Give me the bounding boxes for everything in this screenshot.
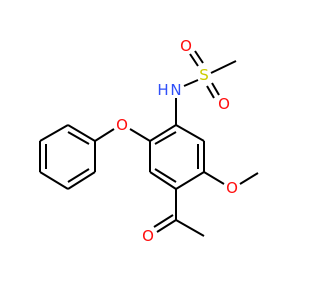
atom-oxygen-sulfonyl-left: O xyxy=(180,37,192,55)
ring-bond-6 xyxy=(149,124,177,142)
atom-amide-hydrogen: H xyxy=(157,81,168,99)
atom-sulfur: S xyxy=(199,66,209,84)
bond-ring-methoxy-o xyxy=(203,171,225,185)
bond-carbonyl-a xyxy=(156,219,177,233)
atom-oxygen-carbonyl: O xyxy=(142,227,154,245)
bond-carbonyl-b xyxy=(153,214,174,228)
atom-oxygen-sulfonyl-right: O xyxy=(218,95,230,113)
bond-s-methyl xyxy=(210,60,237,74)
phenyl-bond-1-inner xyxy=(67,131,90,145)
bond-layer xyxy=(39,50,259,237)
atom-oxygen-ether: O xyxy=(116,116,128,134)
atom-amide-nitrogen: N xyxy=(170,81,181,99)
bond-acetyl-methyl xyxy=(175,219,205,237)
bond-s-o-left-b xyxy=(189,53,199,67)
bond-s-o-right-b xyxy=(206,85,215,99)
structure-svg: O S O H N O O O xyxy=(39,37,259,245)
bond-ring-ether-o xyxy=(129,128,151,142)
phenyl-bond-4 xyxy=(39,171,69,190)
ring-bond-1 xyxy=(175,124,205,142)
ring-bond-6-inner xyxy=(154,131,177,145)
bond-s-o-right-a xyxy=(211,82,220,96)
phenyl-bond-1 xyxy=(67,124,96,142)
atom-layer: O S O H N O O O xyxy=(116,37,238,245)
ring-bond-4-inner xyxy=(154,168,177,183)
phenyl-bond-5 xyxy=(67,171,96,190)
molecule-diagram: O S O H N O O O xyxy=(39,37,259,245)
bond-methoxy-methyl xyxy=(239,172,259,185)
ring-bond-3 xyxy=(175,171,205,190)
phenyl-bond-2 xyxy=(39,124,69,142)
phenyl-bond-5-inner xyxy=(67,168,90,183)
ring-bond-4 xyxy=(149,171,177,190)
bond-s-n xyxy=(183,79,199,87)
atom-oxygen-methoxy: O xyxy=(226,179,238,197)
bond-s-o-left-a xyxy=(194,50,204,64)
bond-ether-o-phenyl xyxy=(94,128,115,142)
